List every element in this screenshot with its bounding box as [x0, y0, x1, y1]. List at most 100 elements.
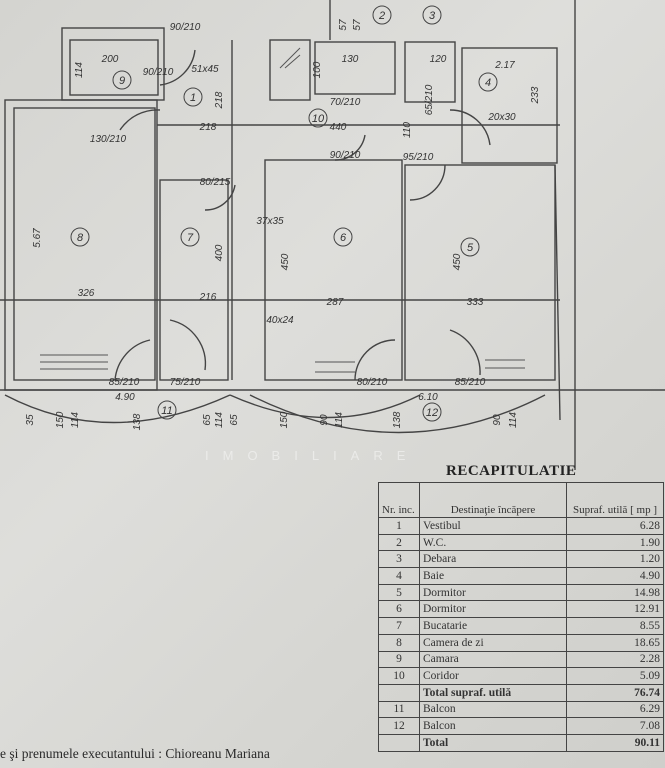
- row-area: 2.28: [566, 650, 664, 669]
- recap-title: RECAPITULATIE: [446, 463, 577, 479]
- room-circle: [478, 72, 498, 92]
- row-nr: 7: [378, 617, 420, 635]
- dimension-label: 95/210: [403, 152, 434, 163]
- room-number: 6: [333, 227, 353, 247]
- dimension-label: 90: [319, 414, 330, 426]
- row-destination: Vestibul: [419, 517, 567, 535]
- row-destination: Balcon: [419, 700, 567, 719]
- dimension-label: 216: [199, 292, 217, 303]
- row-destination: Coridor: [419, 667, 567, 685]
- dimension-label: 100: [312, 61, 323, 78]
- stairs-hatching: [40, 47, 525, 373]
- row-area: 1.90: [566, 533, 664, 552]
- dimension-label: 114: [74, 62, 85, 78]
- executant-line: e şi prenumele executantului : Chioreanu…: [0, 746, 270, 761]
- room-circle: [308, 108, 328, 128]
- room-number: 9: [112, 70, 132, 90]
- dimension-label: 150: [279, 411, 290, 428]
- dimension-label: 450: [452, 253, 463, 270]
- row-nr: 9: [378, 650, 420, 669]
- dimension-label: 200: [101, 54, 119, 65]
- row-nr: 2: [378, 533, 420, 552]
- room-number: 3: [422, 5, 442, 25]
- room-number: 4: [478, 72, 498, 92]
- dimension-label: 218: [214, 91, 225, 109]
- dimension-label: 110: [402, 122, 413, 138]
- dimension-label: 37x35: [256, 216, 284, 227]
- row-area: 18.65: [566, 633, 664, 652]
- row-nr: 10: [378, 667, 420, 685]
- dimension-label: 80/210: [357, 377, 388, 388]
- row-destination: W.C.: [419, 533, 567, 552]
- row-area: 6.28: [566, 517, 664, 535]
- row-area: 76.74: [566, 683, 664, 702]
- dimension-label: 130: [342, 54, 359, 65]
- room-number-text: 3: [429, 10, 436, 22]
- dimension-label: 57: [352, 19, 363, 31]
- dimension-label: 70/210: [330, 97, 361, 108]
- recap-table: Nr. inc. Destinaţie încăpere Supraf. uti…: [378, 482, 664, 752]
- dimension-label: 326: [78, 288, 95, 299]
- row-nr: 8: [378, 633, 420, 652]
- row-destination: Camara: [419, 650, 567, 669]
- header-area: Supraf. utilă [ mp ]: [566, 482, 664, 518]
- row-nr: 11: [378, 700, 420, 719]
- room-number-text: 11: [161, 405, 172, 417]
- dimension-label: 6.10: [418, 392, 438, 403]
- dimension-label: 80/215: [200, 177, 231, 188]
- room-circle: [180, 227, 200, 247]
- dimension-label: 400: [214, 244, 225, 261]
- room-number: 2: [372, 5, 392, 25]
- row-destination: Balcon: [419, 717, 567, 735]
- row-destination: Camera de zi: [419, 633, 567, 652]
- row-nr: 3: [378, 550, 420, 569]
- row-area: 7.08: [566, 717, 664, 735]
- row-nr: 4: [378, 567, 420, 585]
- dimension-label: 65: [229, 414, 240, 426]
- row-area: 90.11: [566, 733, 664, 752]
- row-nr: [378, 733, 420, 752]
- room-number-text: 5: [467, 242, 474, 254]
- dimension-label: 440: [330, 122, 347, 133]
- dimension-label: 218: [199, 122, 217, 133]
- watermark: IMOBILIARE: [205, 448, 420, 463]
- dimension-label: 85/210: [109, 377, 140, 388]
- room-number: 7: [180, 227, 200, 247]
- room-number-text: 2: [378, 10, 385, 22]
- dimension-label: 120: [430, 54, 447, 65]
- dimension-label: 114: [70, 412, 81, 428]
- dimension-label: 150: [55, 411, 66, 428]
- dimension-label: 5.67: [32, 228, 43, 248]
- dimension-label: 90/210: [143, 67, 174, 78]
- row-nr: 1: [378, 517, 420, 535]
- row-area: 4.90: [566, 567, 664, 585]
- dimension-label: 450: [280, 253, 291, 270]
- room-number: 8: [70, 227, 90, 247]
- row-destination: Total supraf. utilă: [419, 683, 567, 702]
- room-circle: [422, 5, 442, 25]
- dimension-label: 114: [508, 412, 519, 428]
- dimension-label: 90: [492, 414, 503, 426]
- room-number: 1: [183, 87, 203, 107]
- row-destination: Total: [419, 733, 567, 752]
- room-number: 10: [308, 108, 328, 128]
- room-circle: [460, 237, 480, 257]
- row-nr: [378, 683, 420, 702]
- row-destination: Bucatarie: [419, 617, 567, 635]
- row-nr: 12: [378, 717, 420, 735]
- dimension-label: 114: [334, 412, 345, 428]
